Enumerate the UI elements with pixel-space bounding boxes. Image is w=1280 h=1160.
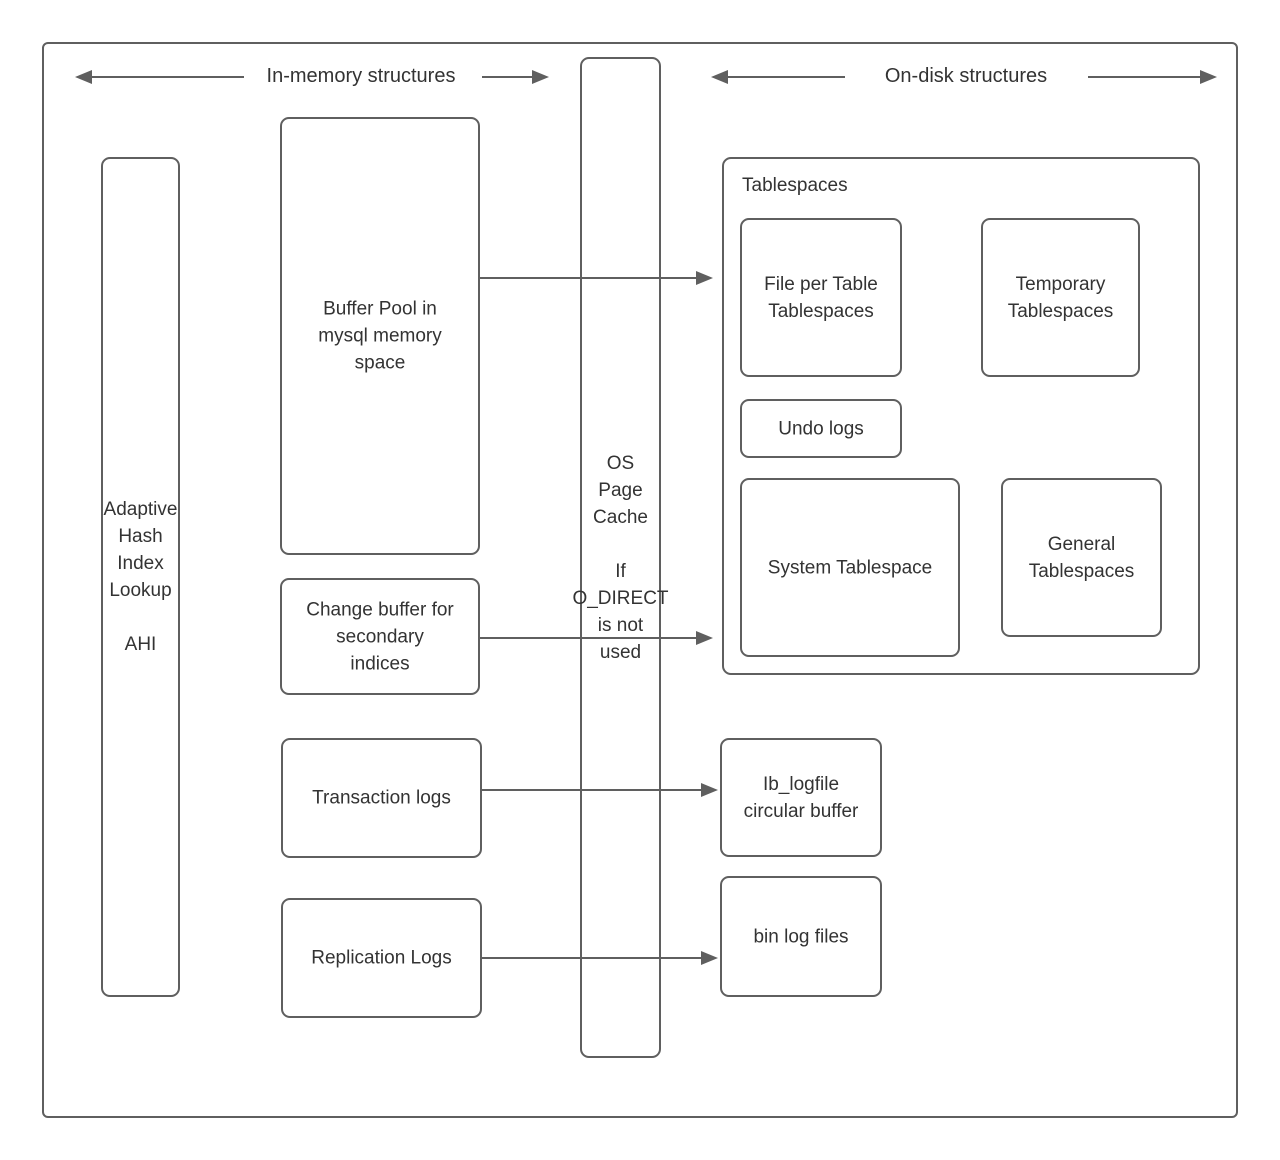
change-buffer-box: Change buffer for secondary indices [280, 578, 480, 695]
tablespaces-title: Tablespaces [742, 175, 848, 196]
arrow-replication-logs-to-bin-log-head-icon [701, 951, 718, 965]
general-tablespaces-label: General Tablespaces [1028, 533, 1135, 582]
on-disk-structures-header: On-disk structures [884, 65, 1048, 87]
in-memory-left-arrowhead-icon [75, 70, 92, 84]
replication-logs-box: Replication Logs [281, 898, 482, 1018]
on-disk-right-arrowhead-icon [1200, 70, 1217, 84]
adaptive-hash-index-label: Adaptive Hash Index Lookup AHI [103, 499, 178, 655]
arrow-change-buffer-to-tablespaces-line [480, 637, 698, 639]
os-page-cache-label: OS Page Cache If O_DIRECT is not used [572, 452, 669, 663]
on-disk-right-arrow-line [1088, 76, 1202, 78]
undo-logs-label: Undo logs [778, 418, 864, 439]
temporary-tablespaces-label: Temporary Tablespaces [1007, 273, 1114, 322]
bin-log-files-box: bin log files [720, 876, 882, 997]
change-buffer-label: Change buffer for secondary indices [306, 599, 454, 674]
arrow-transaction-logs-to-ib-logfile-line [482, 789, 703, 791]
on-disk-left-arrowhead-icon [711, 70, 728, 84]
in-memory-right-arrow-line [482, 76, 534, 78]
replication-logs-label: Replication Logs [311, 947, 452, 969]
buffer-pool-label: Buffer Pool in mysql memory space [318, 298, 442, 374]
transaction-logs-box: Transaction logs [281, 738, 482, 858]
arrow-buffer-pool-to-file-per-table-head-icon [696, 271, 713, 285]
system-tablespace-box: System Tablespace [740, 478, 960, 657]
buffer-pool-box: Buffer Pool in mysql memory space [280, 117, 480, 555]
bin-log-files-label: bin log files [753, 926, 849, 947]
adaptive-hash-index-box: Adaptive Hash Index Lookup AHI [101, 157, 180, 997]
arrow-change-buffer-to-tablespaces-head-icon [696, 631, 713, 645]
file-per-table-tablespaces-label: File per Table Tablespaces [764, 273, 878, 322]
temporary-tablespaces-box: Temporary Tablespaces [981, 218, 1140, 377]
general-tablespaces-box: General Tablespaces [1001, 478, 1162, 637]
on-disk-left-arrow-line [726, 76, 845, 78]
arrow-transaction-logs-to-ib-logfile-head-icon [701, 783, 718, 797]
ib-logfile-label: Ib_logfile circular buffer [743, 773, 859, 822]
transaction-logs-label: Transaction logs [312, 787, 451, 809]
arrow-replication-logs-to-bin-log-line [482, 957, 703, 959]
in-memory-left-arrow-line [90, 76, 244, 78]
in-memory-right-arrowhead-icon [532, 70, 549, 84]
in-memory-structures-header: In-memory structures [266, 65, 456, 87]
file-per-table-tablespaces-box: File per Table Tablespaces [740, 218, 902, 377]
undo-logs-box: Undo logs [740, 399, 902, 458]
system-tablespace-label: System Tablespace [767, 557, 933, 578]
ib-logfile-box: Ib_logfile circular buffer [720, 738, 882, 857]
arrow-buffer-pool-to-file-per-table-line [480, 277, 698, 279]
os-page-cache-box: OS Page Cache If O_DIRECT is not used [572, 57, 669, 1058]
